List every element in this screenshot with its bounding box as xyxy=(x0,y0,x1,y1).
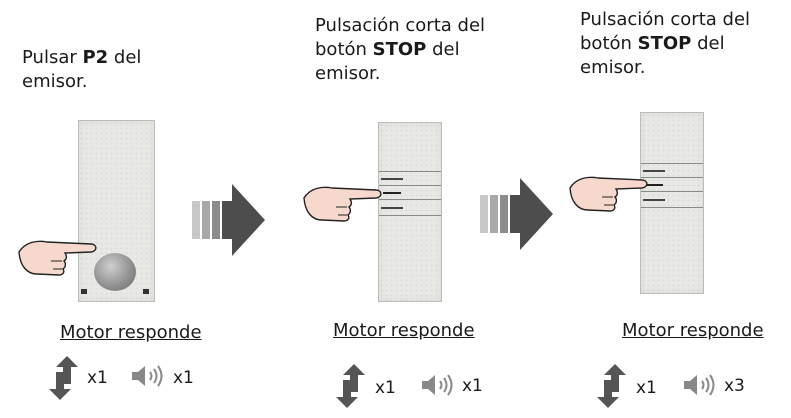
step-1-text-bold: P2 xyxy=(82,47,109,68)
stop-button xyxy=(383,192,401,194)
up-down-arrows-icon xyxy=(49,356,78,400)
beep-count-3: x3 xyxy=(724,376,745,396)
remote-control-1 xyxy=(78,120,155,302)
remote-control-2 xyxy=(378,122,442,302)
step-3-text-line1: Pulsación corta del xyxy=(580,9,751,30)
step-2-text-pre: botón xyxy=(315,39,373,60)
next-step-arrow-icon xyxy=(480,178,553,250)
step-3-text-pre: botón xyxy=(580,33,638,54)
speaker-sound-icon xyxy=(422,374,453,396)
step-3-instruction: Pulsación corta del botón STOP del emiso… xyxy=(580,8,750,80)
move-count-2: x1 xyxy=(375,378,396,398)
step-1-text-post: del xyxy=(108,47,142,68)
up-down-arrows-icon xyxy=(597,364,626,408)
motor-responde-label-2: Motor responde xyxy=(333,320,475,341)
pointing-hand-icon xyxy=(18,240,97,276)
move-count-3: x1 xyxy=(636,378,657,398)
motor-responde-label-3: Motor responde xyxy=(622,320,764,341)
next-step-arrow-icon xyxy=(192,184,265,256)
move-count-1: x1 xyxy=(87,368,108,388)
step-3-text-post: del xyxy=(691,33,725,54)
up-down-arrows-icon xyxy=(336,364,365,408)
motor-responde-label-1: Motor responde xyxy=(60,322,202,343)
step-1-text-pre: Pulsar xyxy=(22,47,83,68)
step-1-text-line2: emisor. xyxy=(22,71,88,92)
stop-button xyxy=(645,184,663,186)
step-3-text-line3: emisor. xyxy=(580,57,646,78)
step-2-instruction: Pulsación corta del botón STOP del emiso… xyxy=(315,14,485,86)
step-2-text-line3: emisor. xyxy=(315,63,381,84)
step-2-text-line1: Pulsación corta del xyxy=(315,15,486,36)
beep-count-2: x1 xyxy=(462,376,483,396)
speaker-sound-icon xyxy=(132,365,163,387)
speaker-sound-icon xyxy=(684,374,715,396)
remote-control-3 xyxy=(640,112,704,294)
beep-count-1: x1 xyxy=(173,368,194,388)
p2-button xyxy=(94,253,136,291)
step-1-instruction: Pulsar P2 del emisor. xyxy=(22,46,141,94)
pointing-hand-icon xyxy=(303,186,382,222)
step-2-text-bold: STOP xyxy=(372,39,427,60)
step-2-text-post: del xyxy=(426,39,460,60)
step-3-text-bold: STOP xyxy=(637,33,692,54)
pointing-hand-icon xyxy=(569,176,648,212)
